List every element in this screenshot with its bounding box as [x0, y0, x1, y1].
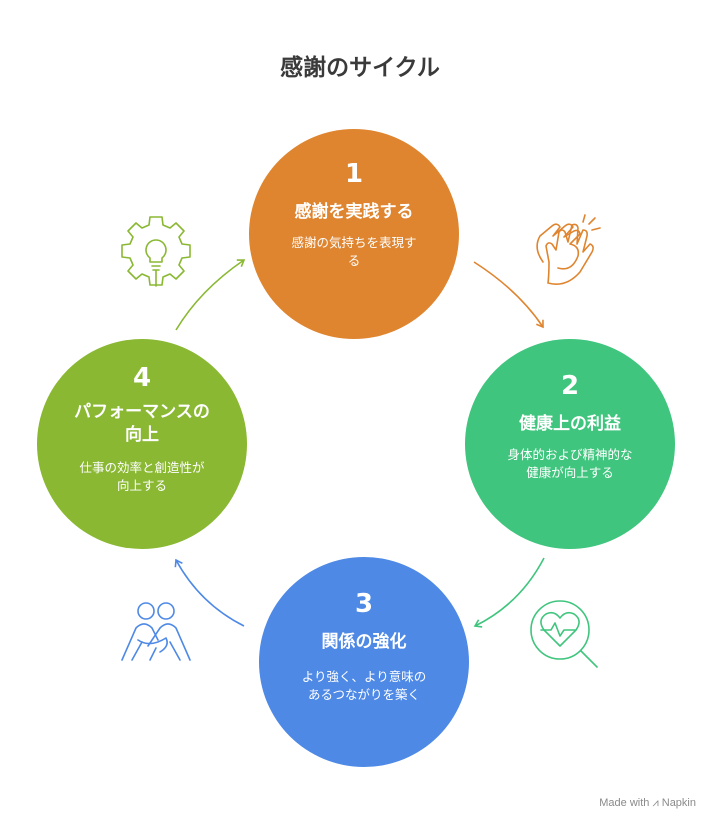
step-1-number: 1 [344, 159, 364, 189]
gear-bulb-icon [121, 216, 191, 287]
arrow-4-to-1 [175, 259, 246, 331]
embrace-icon [121, 602, 191, 661]
napkin-logo-icon: ⩘ [652, 797, 659, 809]
watermark: Made with ⩘ Napkin [599, 797, 696, 810]
step-4-heading-line1: パフォーマンスの [74, 402, 210, 422]
step-4-description-line1: 仕事の効率と創造性が [79, 460, 205, 475]
diagram-title: 感謝のサイクル [280, 55, 440, 81]
step-1-heading: 感謝を実践する [294, 202, 414, 222]
made-with-label: Made with [599, 797, 650, 809]
arrow-1-to-2 [473, 261, 544, 329]
heart-magnifier-icon [530, 600, 598, 668]
step-3-circle: 3 関係の強化 より強く、より意味の あるつながりを築く [259, 557, 469, 767]
step-4-description-line2: 向上する [116, 478, 167, 493]
step-2-number: 2 [560, 371, 580, 401]
clapping-hands-icon [536, 214, 601, 285]
step-1-circle: 1 感謝を実践する 感謝の気持ちを表現す る [249, 129, 459, 339]
step-2-description-line1: 身体的および精神的な [507, 447, 633, 462]
step-4-circle: 4 パフォーマンスの 向上 仕事の効率と創造性が 向上する [37, 339, 247, 549]
step-2-circle: 2 健康上の利益 身体的および精神的な 健康が向上する [465, 339, 675, 549]
step-4-heading-line2: 向上 [125, 425, 159, 445]
step-3-number: 3 [354, 589, 374, 619]
step-3-description-line1: より強く、より意味の [301, 669, 427, 684]
step-2-description-line2: 健康が向上する [526, 465, 614, 480]
step-3-heading: 関係の強化 [321, 632, 407, 652]
step-3-description-line2: あるつながりを築く [307, 687, 420, 702]
arrow-2-to-3 [473, 557, 545, 628]
arrow-3-to-4 [174, 558, 245, 627]
step-1-description-line2: る [347, 253, 361, 268]
step-4-number: 4 [132, 363, 152, 393]
step-1-description-line1: 感謝の気持ちを表現す [291, 235, 417, 250]
napkin-brand-label: Napkin [661, 797, 696, 809]
step-2-heading: 健康上の利益 [519, 414, 621, 434]
